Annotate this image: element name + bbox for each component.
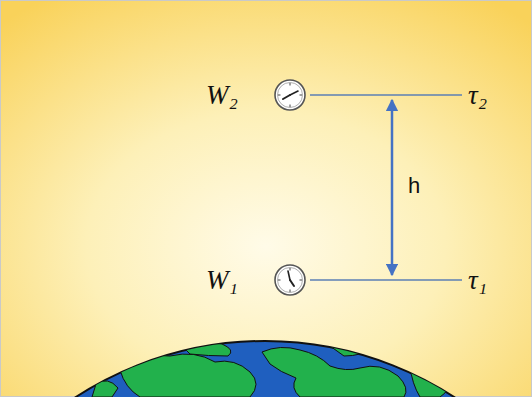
height-label: h: [408, 175, 420, 197]
earth-ocean: [0, 341, 532, 397]
proper-time-label: τ₂: [468, 82, 487, 109]
clock-lower: [275, 265, 305, 295]
earth-continents: [92, 342, 448, 397]
earth: [0, 341, 532, 397]
proper-time-label: τ₁: [468, 267, 487, 294]
level-line: [310, 279, 462, 281]
clock-label: W₂: [206, 82, 238, 109]
level-line: [310, 94, 462, 96]
clock-upper: [275, 80, 305, 110]
height-arrow: [391, 100, 394, 275]
clock-label: W₁: [206, 267, 238, 294]
